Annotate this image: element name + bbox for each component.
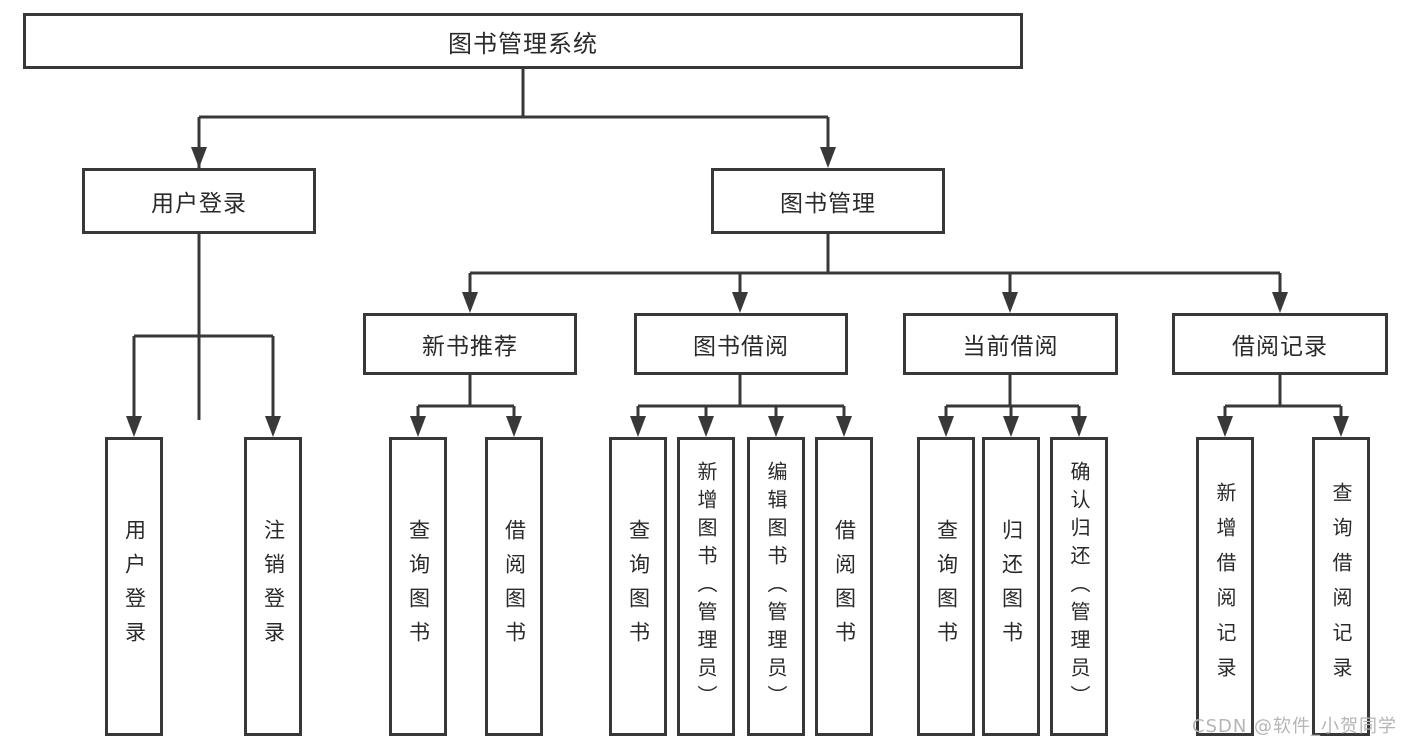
arrow-icon [836, 416, 852, 437]
arrow-icon [265, 416, 281, 437]
leaf-label: 归还图书 [999, 518, 1024, 655]
leaf-return-books: 归还图书 [982, 437, 1040, 736]
arrow-icon [191, 147, 207, 168]
leaf-query-books-borrowing: 查询图书 [609, 437, 667, 736]
node-borrow-records: 借阅记录 [1172, 313, 1388, 375]
arrow-icon [768, 416, 784, 437]
leaf-edit-book-admin: 编辑图书（管理员） [747, 437, 805, 736]
node-current-borrowing: 当前借阅 [903, 313, 1118, 375]
leaf-user-login: 用户登录 [105, 437, 163, 736]
leaf-label: 查询借阅记录 [1329, 481, 1353, 692]
arrow-icon [1217, 416, 1233, 437]
leaf-add-book-admin: 新增图书（管理员） [677, 437, 735, 736]
leaf-label: 新增借阅记录 [1213, 481, 1237, 692]
leaf-label: 确认归还（管理员） [1067, 460, 1091, 713]
leaf-confirm-return-admin: 确认归还（管理员） [1050, 437, 1108, 736]
arrow-icon [938, 416, 954, 437]
leaf-query-books-recommend: 查询图书 [389, 437, 447, 736]
arrow-icon [630, 416, 646, 437]
leaf-label: 查询图书 [406, 518, 431, 655]
leaf-borrow-books-borrowing: 借阅图书 [815, 437, 873, 736]
leaf-add-borrow-record: 新增借阅记录 [1196, 437, 1254, 736]
arrow-icon [462, 292, 478, 313]
arrow-icon [1002, 292, 1018, 313]
leaf-label: 查询图书 [934, 518, 959, 655]
leaf-borrow-books-recommend: 借阅图书 [485, 437, 543, 736]
arrow-icon [1272, 292, 1288, 313]
leaf-query-books-current: 查询图书 [917, 437, 975, 736]
leaf-label: 借阅图书 [832, 518, 857, 655]
arrow-icon [506, 416, 522, 437]
arrow-icon [410, 416, 426, 437]
node-book-borrowing: 图书借阅 [634, 313, 848, 375]
node-new-book-recommend: 新书推荐 [363, 313, 577, 375]
leaf-query-borrow-record: 查询借阅记录 [1312, 437, 1370, 736]
leaf-label: 编辑图书（管理员） [764, 460, 788, 713]
node-user-login: 用户登录 [82, 168, 316, 234]
arrow-icon [1003, 416, 1019, 437]
node-book-management: 图书管理 [711, 168, 945, 234]
leaf-label: 注销登录 [261, 518, 286, 655]
leaf-label: 新增图书（管理员） [694, 460, 718, 713]
arrow-icon [1333, 416, 1349, 437]
arrow-icon [1071, 416, 1087, 437]
csdn-watermark: CSDN @软件_小贺同学 [1192, 716, 1398, 737]
leaf-label: 用户登录 [122, 518, 147, 655]
arrow-icon [698, 416, 714, 437]
leaf-label: 查询图书 [626, 518, 651, 655]
leaf-label: 借阅图书 [502, 518, 527, 655]
arrow-icon [126, 416, 142, 437]
arrowheads [126, 147, 1349, 437]
arrow-icon [820, 147, 836, 168]
leaf-logout: 注销登录 [244, 437, 302, 736]
arrow-icon [732, 292, 748, 313]
node-root: 图书管理系统 [23, 13, 1023, 69]
connector-path [132, 69, 1343, 420]
